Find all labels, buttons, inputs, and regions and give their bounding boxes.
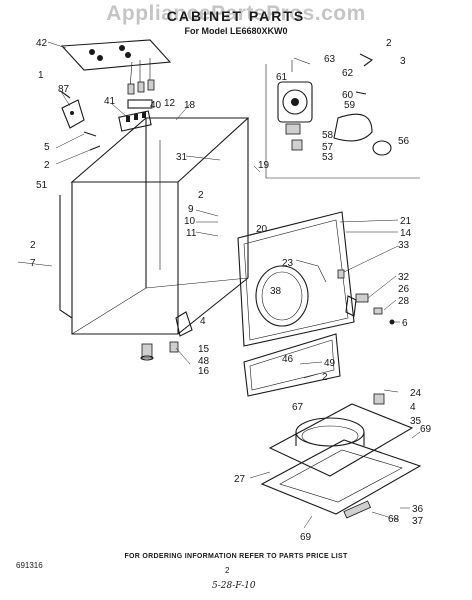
callout-33: 33 — [398, 240, 410, 251]
front-panel — [237, 211, 355, 347]
callout-6: 6 — [402, 318, 408, 329]
base-assembly — [260, 393, 422, 519]
callout-60: 60 — [342, 90, 354, 101]
callout-31: 31 — [176, 152, 188, 163]
door-latch-parts — [337, 269, 395, 325]
model-number: For Model LE6680XKW0 — [184, 26, 288, 36]
callout-numbers: 42 87 41 40 12 18 5 2 51 31 19 2 9 10 11… — [30, 38, 432, 543]
cabinet-body — [59, 117, 250, 337]
callout-1: 1 — [38, 70, 44, 81]
callout-36: 36 — [412, 504, 424, 515]
diagram-title: CABINET PARTS — [166, 8, 306, 24]
callout-41: 41 — [104, 96, 116, 107]
callout-37: 37 — [412, 516, 424, 527]
toe-panel — [243, 333, 341, 397]
callout-2-inset: 2 — [386, 38, 392, 49]
callout-57: 57 — [322, 142, 334, 153]
callout-53: 53 — [322, 152, 334, 163]
callout-15: 15 — [198, 344, 210, 355]
callout-18: 18 — [184, 100, 196, 111]
watermark: AppliancePartsPros.com — [106, 2, 366, 25]
callout-5: 5 — [44, 142, 50, 153]
callout-67: 67 — [292, 402, 304, 413]
callout-48: 48 — [198, 356, 210, 367]
callout-2-side: 2 — [30, 240, 36, 251]
callout-2-left: 2 — [44, 160, 50, 171]
callout-38: 38 — [270, 286, 282, 297]
callout-51: 51 — [36, 180, 48, 191]
callout-14: 14 — [400, 228, 412, 239]
callout-32: 32 — [398, 272, 410, 283]
callout-19: 19 — [258, 160, 270, 171]
callout-56: 56 — [398, 136, 410, 147]
callout-16: 16 — [198, 366, 210, 377]
callout-2-toe: 2 — [322, 372, 328, 383]
callout-11: 11 — [186, 228, 197, 239]
callout-27: 27 — [234, 474, 246, 485]
callout-87: 87 — [58, 84, 70, 95]
callout-3: 3 — [400, 56, 406, 67]
callout-61: 61 — [276, 72, 288, 83]
callout-2-center: 2 — [198, 190, 204, 201]
callout-leader-lines — [17, 41, 421, 529]
handwritten-note: 5-28-F-10 — [212, 581, 256, 591]
page-number: 2 — [225, 566, 230, 575]
callout-59: 59 — [344, 100, 356, 111]
callout-40: 40 — [150, 100, 162, 111]
callout-46: 46 — [282, 354, 294, 365]
callout-62: 62 — [342, 68, 354, 79]
callout-69-bottom: 69 — [300, 532, 312, 543]
side-bracket — [61, 91, 101, 151]
terminal-block — [118, 99, 153, 132]
callout-35: 35 — [410, 416, 422, 427]
callout-4-cabinet: 4 — [200, 316, 206, 327]
ordering-note: FOR ORDERING INFORMATION REFER TO PARTS … — [124, 553, 348, 560]
callout-23: 23 — [282, 258, 294, 269]
inset-motor-parts — [265, 53, 420, 179]
catalog-number: 691316 — [16, 561, 43, 570]
callout-49: 49 — [324, 358, 336, 369]
callout-24: 24 — [410, 388, 422, 399]
callout-63: 63 — [324, 54, 336, 65]
callout-12: 12 — [164, 98, 176, 109]
callout-69-right: 69 — [420, 424, 432, 435]
top-console-panel — [60, 39, 172, 95]
callout-58: 58 — [322, 130, 334, 141]
leveling-feet — [140, 341, 179, 361]
callout-28: 28 — [398, 296, 410, 307]
callout-10: 10 — [184, 216, 196, 227]
callout-9: 9 — [188, 204, 194, 215]
callout-7: 7 — [30, 258, 36, 269]
callout-26: 26 — [398, 284, 410, 295]
callout-20: 20 — [256, 224, 268, 235]
callout-21: 21 — [400, 216, 412, 227]
callout-4-base: 4 — [410, 402, 416, 413]
callout-42: 42 — [36, 38, 48, 49]
callout-68: 68 — [388, 514, 400, 525]
